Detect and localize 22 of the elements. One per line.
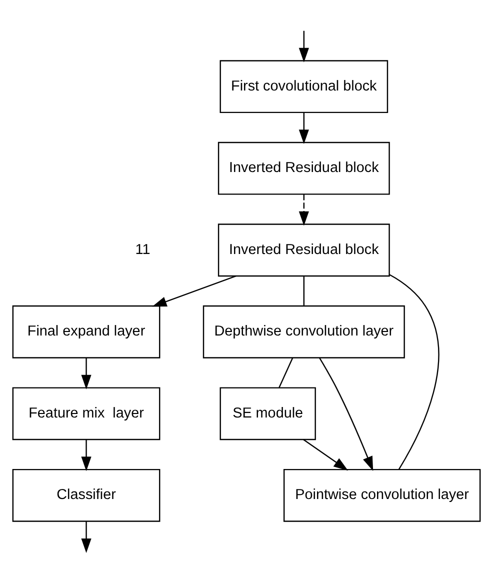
node-box: Inverted Residual block xyxy=(218,141,390,194)
arrow xyxy=(298,112,309,144)
arrow xyxy=(298,194,309,226)
connector xyxy=(389,274,440,470)
node-box: Feature mix layer xyxy=(12,386,160,440)
connector xyxy=(278,357,294,388)
label: 11 xyxy=(135,241,150,258)
arrow xyxy=(152,274,236,306)
arrow xyxy=(81,520,92,552)
arrow xyxy=(81,439,92,471)
node-box: Depthwise convolution layer xyxy=(202,304,405,358)
arrow xyxy=(81,357,92,389)
node-box: SE module xyxy=(220,386,316,440)
node-box: Pointwise convolution layer xyxy=(283,468,481,522)
arrow xyxy=(303,438,348,470)
node-box: Final expand layer xyxy=(12,304,160,358)
node-box: Inverted Residual block xyxy=(218,223,390,276)
node-box: Classifier xyxy=(12,468,160,522)
connector xyxy=(303,276,305,306)
node-box: First covolutional block xyxy=(220,60,388,113)
arrow xyxy=(318,356,374,470)
arrow xyxy=(298,30,309,62)
